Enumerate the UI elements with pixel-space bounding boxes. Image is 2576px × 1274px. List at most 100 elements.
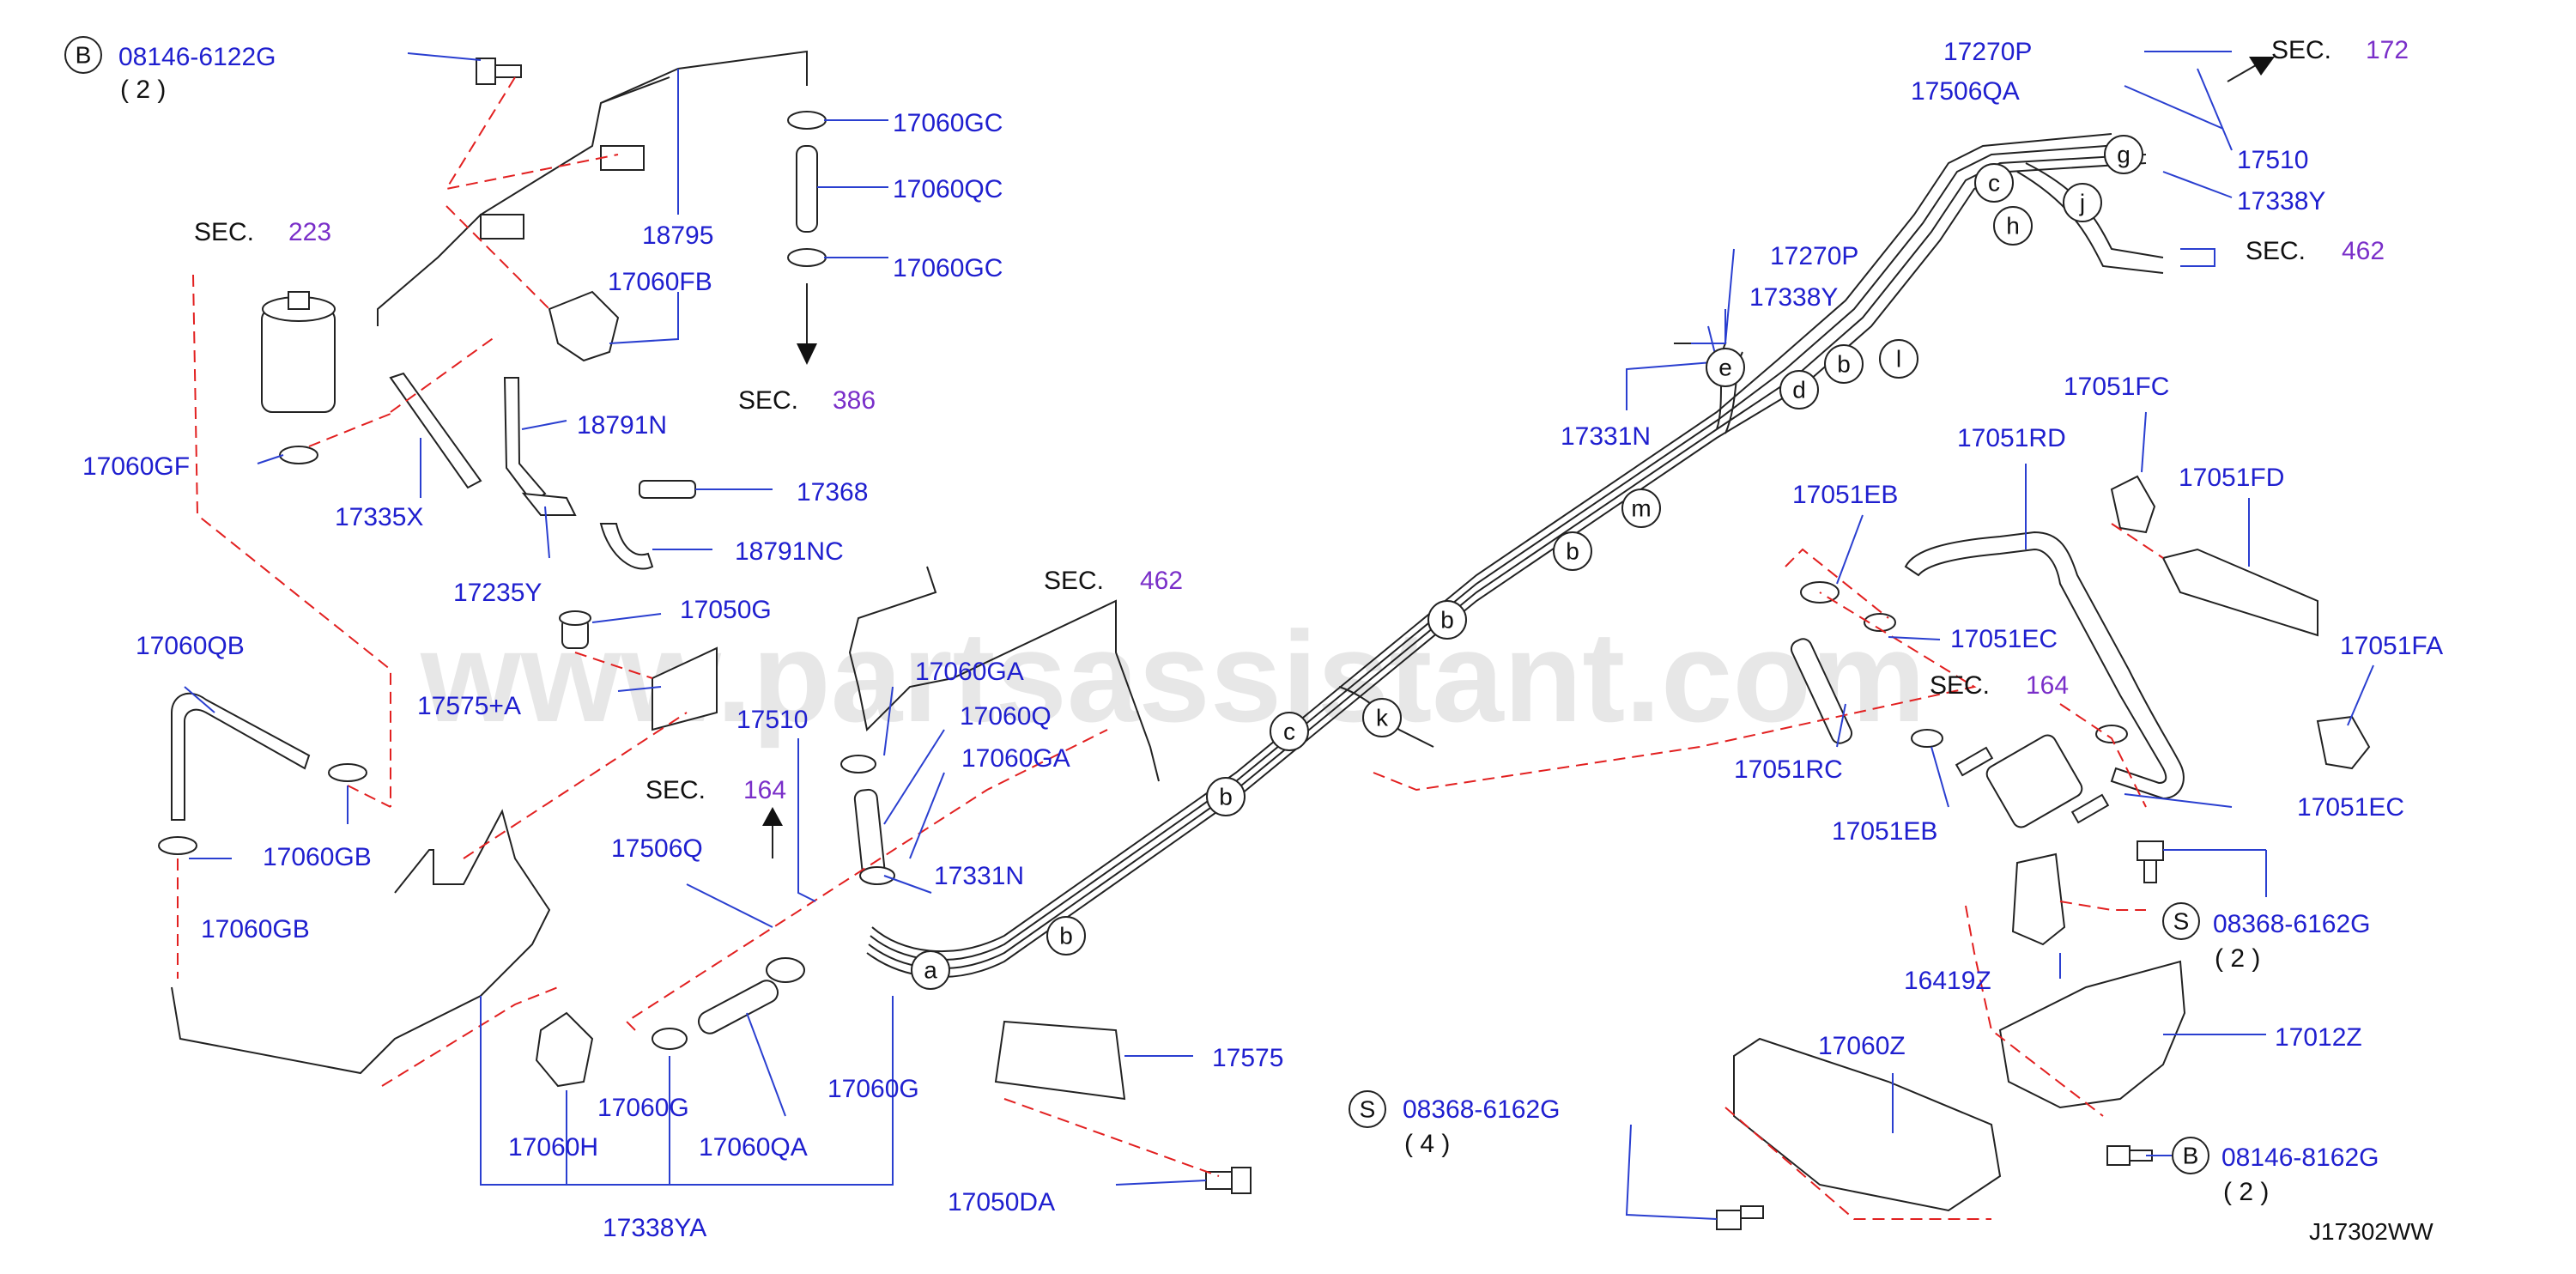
plug-17050G (559, 610, 591, 649)
qty-08368-6162G-left: ( 4 ) (1404, 1130, 1450, 1158)
part-labels: 08146-6122G ( 2 ) 17060GC 17060QC 17060G… (82, 38, 2443, 1242)
label-08146-8162G: 08146-8162G (2221, 1144, 2379, 1172)
sec-462-right-label: SEC. (2246, 237, 2306, 265)
qty-08146-8162G: ( 2 ) (2223, 1178, 2269, 1206)
callout-e: e (1718, 355, 1732, 381)
label-18791NC: 18791NC (735, 537, 844, 566)
evap-pipe-assembly (377, 50, 808, 326)
connector-17368 (639, 480, 696, 499)
bracket-16419Z (2011, 852, 2066, 946)
label-17060QA: 17060QA (699, 1133, 808, 1162)
pipe-clip-lower (480, 214, 524, 240)
sec-164-left-label: SEC. (646, 776, 706, 804)
label-17051FA: 17051FA (2340, 632, 2443, 660)
label-17338Y-mid: 17338Y (1749, 283, 1838, 312)
clamp-17060GA-a (840, 755, 876, 774)
label-17060GA-a: 17060GA (915, 658, 1024, 686)
drawing-id: J17302WW (2309, 1218, 2434, 1245)
label-17060FB: 17060FB (608, 268, 712, 296)
label-17060GC-top: 17060GC (893, 109, 1003, 137)
label-17060G-b: 17060G (827, 1075, 919, 1103)
callout-b-3: b (1440, 607, 1454, 634)
sec-462-outline (848, 566, 1160, 782)
callout-b-5: b (1837, 351, 1851, 378)
label-17060Z: 17060Z (1818, 1032, 1906, 1060)
sec-386-number: 386 (833, 386, 876, 415)
protector-17060Z (1733, 1037, 2002, 1212)
label-17338YA: 17338YA (603, 1214, 706, 1242)
label-17060G-a: 17060G (597, 1094, 689, 1122)
sec-462-mid-number: 462 (1140, 567, 1183, 595)
label-18791N: 18791N (577, 411, 667, 440)
label-17575: 17575 (1212, 1044, 1283, 1072)
sec-386-label: SEC. (738, 386, 798, 415)
callout-a: a (924, 957, 937, 984)
label-17506Q: 17506Q (611, 834, 703, 863)
label-17060GB-a: 17060GB (263, 843, 372, 871)
label-17270P-mid: 17270P (1770, 242, 1858, 270)
label-17050DA: 17050DA (948, 1188, 1055, 1216)
plate-17575 (994, 1020, 1126, 1101)
clip-17051FA (2316, 715, 2371, 770)
sec-164-right-number: 164 (2026, 671, 2069, 700)
bolt-08146-6122G (476, 58, 522, 85)
callout-b-4: b (1566, 538, 1579, 565)
clip-17051FC (2110, 475, 2156, 534)
callout-S-left: S (1360, 1096, 1376, 1123)
callout-b-2: b (1219, 784, 1233, 810)
arrow-sec-172 (2227, 64, 2257, 82)
label-08368-6162G-left: 08368-6162G (1403, 1095, 1561, 1124)
hose-17051RD (1904, 531, 2185, 800)
callout-h: h (2006, 213, 2020, 240)
label-17051RD: 17051RD (1957, 424, 2066, 452)
section-references: SEC. 223 SEC. 386 SEC. 462 SEC. 164 SEC.… (194, 36, 2409, 804)
callout-k: k (1376, 705, 1389, 731)
callout-B-top: B (76, 42, 92, 69)
label-17270P-top: 17270P (1943, 38, 2032, 66)
bolt-17050DA (1205, 1167, 1252, 1194)
qty-08146-6122G: ( 2 ) (120, 76, 166, 104)
label-17235Y: 17235Y (453, 579, 542, 607)
callout-g: g (2117, 142, 2131, 168)
main-fuel-pipe-bundle (866, 133, 2164, 979)
label-17012Z: 17012Z (2275, 1023, 2362, 1052)
label-17051EB-bot: 17051EB (1832, 817, 1937, 846)
hoses-18791N-17335X (389, 372, 696, 570)
assembly-guide-lines (177, 76, 2164, 1220)
label-08368-6162G-right: 08368-6162G (2213, 910, 2371, 938)
callout-c-2: c (1988, 170, 2000, 197)
clamp-17060GB-b (158, 836, 197, 855)
label-17060GA-b: 17060GA (961, 744, 1070, 773)
hose-17060QB (171, 692, 311, 821)
clamp-17060GB-a (328, 763, 367, 782)
bolt-08146-8162G (2106, 1145, 2153, 1166)
label-17060QB: 17060QB (136, 632, 245, 660)
sec-462-right-number: 462 (2342, 237, 2385, 265)
label-17060GC-bot: 17060GC (893, 254, 1003, 282)
label-17506QA: 17506QA (1911, 77, 2020, 106)
clamp-17060GA-b (859, 866, 895, 885)
sec-172-number: 172 (2366, 36, 2409, 64)
label-16419Z: 16419Z (1904, 967, 1991, 995)
callout-b-1: b (1059, 923, 1073, 949)
callout-l: l (1896, 346, 1901, 373)
sec-462-mid-label: SEC. (1044, 567, 1104, 595)
clamp-17060G-b (766, 957, 805, 983)
label-17575A: 17575+A (417, 692, 521, 720)
bolt-08368-6162G-left (1716, 1205, 1764, 1230)
label-17060QC: 17060QC (893, 175, 1003, 203)
clamp-17051EC-bot (2095, 725, 2128, 743)
sec-164-left-number: 164 (743, 776, 786, 804)
pipe-clip (600, 145, 645, 171)
label-17051EC-top: 17051EC (1950, 625, 2058, 653)
label-17335X: 17335X (335, 503, 423, 531)
callout-c-1: c (1283, 719, 1295, 745)
label-17331N-bot: 17331N (934, 862, 1024, 890)
label-17338Y-right: 17338Y (2237, 187, 2325, 215)
label-17051EC-bot: 17051EC (2297, 793, 2404, 822)
hose-17060QC-assembly (787, 111, 827, 365)
label-17368: 17368 (797, 478, 868, 507)
section-arrows (762, 57, 2275, 858)
label-18795: 18795 (642, 221, 713, 250)
